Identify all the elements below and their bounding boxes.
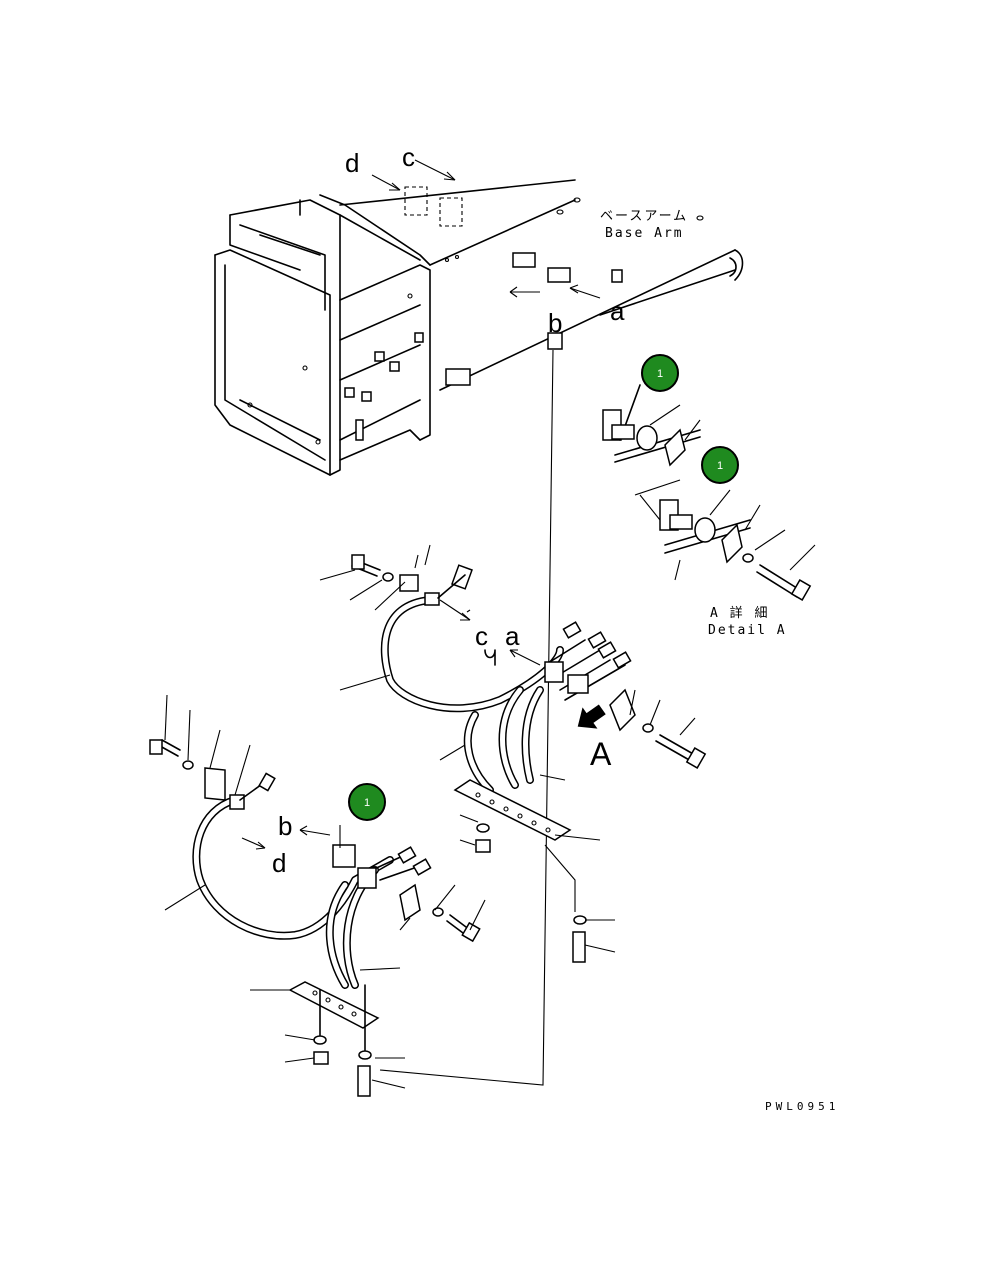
callout-1-low[interactable]: 1 [348, 783, 386, 821]
drawing-code: PWL0951 [765, 1100, 839, 1113]
lower-hose-assembly [149, 694, 486, 1097]
callout-1-top-text: 1 [657, 368, 663, 380]
center-hose-assembly [319, 544, 707, 963]
detail-a-label-en: Detail A [708, 623, 787, 638]
ref-label-d-top: d [345, 148, 359, 178]
ref-label-d-low: d [272, 848, 286, 878]
detail-a-group [602, 384, 816, 601]
callout-1-mid-text: 1 [717, 460, 723, 472]
ref-label-b-top: b [548, 308, 562, 338]
ref-label-a-mid: a [505, 621, 520, 651]
ref-label-a-top: a [610, 296, 625, 326]
detail-a-label-jp: A 詳 細 [710, 605, 769, 621]
base-arm-label-en: Base Arm [605, 226, 684, 241]
callout-1-mid[interactable]: 1 [701, 446, 739, 484]
ref-label-b-low: b [278, 811, 292, 841]
ref-label-c-mid: c [475, 621, 488, 651]
base-arm-label-jp: ベースアーム [600, 209, 688, 224]
ref-label-c-top: c [402, 142, 415, 172]
view-a-label: A [590, 736, 612, 772]
callout-1-top[interactable]: 1 [641, 354, 679, 392]
base-arm-frame [214, 159, 744, 476]
callout-1-low-text: 1 [364, 797, 370, 809]
